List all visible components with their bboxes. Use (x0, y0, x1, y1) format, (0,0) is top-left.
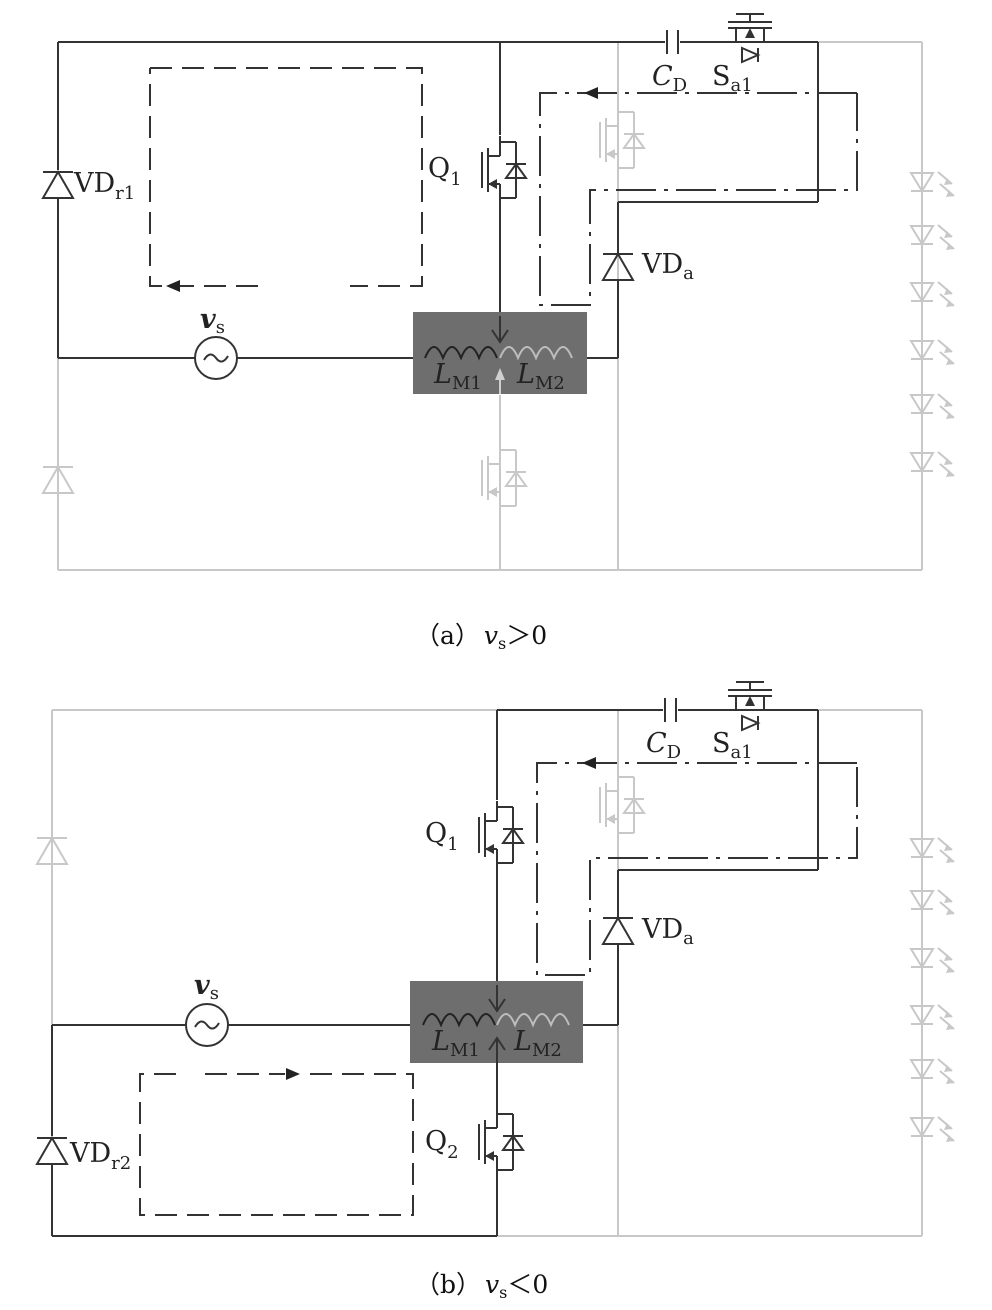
led-icon (910, 171, 955, 198)
label-cd: CD (652, 61, 687, 96)
diode-icon (42, 171, 74, 199)
led-icon (910, 947, 955, 974)
label-lm2: LM2 (513, 1026, 562, 1061)
mosfet-icon (481, 135, 527, 205)
current-loop-right-a (539, 92, 858, 306)
mosfet-icon (599, 770, 645, 840)
inactive-wiring-a (57, 41, 923, 571)
led-string-a (910, 171, 955, 478)
led-icon (910, 224, 955, 251)
coupled-inductor-icon (410, 981, 583, 1063)
label-cd: CD (646, 728, 681, 763)
arrow-icon (166, 280, 180, 292)
arrow-icon (582, 757, 596, 769)
mosfet-icon (721, 681, 779, 731)
label-vs: vs (200, 304, 225, 338)
capacitor-icon (666, 30, 679, 54)
led-icon (910, 281, 955, 308)
arrow-icon (584, 87, 598, 99)
diagram-b: VDr2 vs Q1 Q2 CD Sa1 VDa LM1 LM2 （b）vs＜0 (36, 681, 955, 1302)
label-sa1: Sa1 (712, 61, 753, 96)
label-q2: Q2 (425, 1126, 459, 1163)
label-lm1: LM1 (431, 1026, 480, 1061)
ac-source-icon (194, 336, 238, 380)
caption-a: （a）vs＞0 (415, 621, 547, 653)
led-icon (910, 393, 955, 420)
led-icon (910, 1116, 955, 1143)
ac-source-icon (185, 1003, 229, 1047)
inactive-wiring-b (51, 709, 923, 1237)
label-vda: VDa (641, 249, 694, 284)
current-loop-right-b (536, 762, 858, 976)
mosfet-icon (478, 800, 524, 870)
current-loop-left-b (139, 1073, 414, 1216)
arrow-icon (286, 1068, 300, 1080)
label-lm2: LM2 (516, 359, 565, 394)
led-icon (910, 339, 955, 366)
active-wiring-a (57, 41, 819, 359)
label-sa1: Sa1 (712, 728, 753, 763)
diagram-a: VDr1 vs Q1 CD Sa1 VDa LM1 LM2 （a）vs＞0 (42, 13, 955, 653)
label-q1: Q1 (428, 153, 462, 190)
label-vdr2: VDr2 (69, 1138, 131, 1174)
label-q1: Q1 (425, 818, 459, 855)
mosfet-icon (478, 1107, 524, 1177)
mosfet-icon (481, 443, 527, 513)
led-icon (910, 1004, 955, 1031)
current-loop-left-a (149, 67, 423, 287)
led-icon (910, 451, 955, 478)
led-icon (910, 1058, 955, 1085)
label-vdr1: VDr1 (73, 168, 135, 204)
led-string-b (910, 837, 955, 1143)
label-vda: VDa (641, 914, 694, 949)
label-vs: vs (194, 970, 219, 1004)
led-icon (910, 837, 955, 864)
capacitor-icon (664, 698, 677, 722)
label-lm1: LM1 (433, 359, 482, 394)
mosfet-icon (721, 13, 779, 63)
diode-icon (36, 1137, 68, 1165)
active-wiring-b (51, 709, 819, 1237)
led-icon (910, 889, 955, 916)
caption-b: （b）vs＜0 (415, 1270, 548, 1302)
coupled-inductor-icon (413, 312, 587, 394)
mosfet-icon (599, 105, 645, 175)
diode-icon (602, 917, 634, 945)
